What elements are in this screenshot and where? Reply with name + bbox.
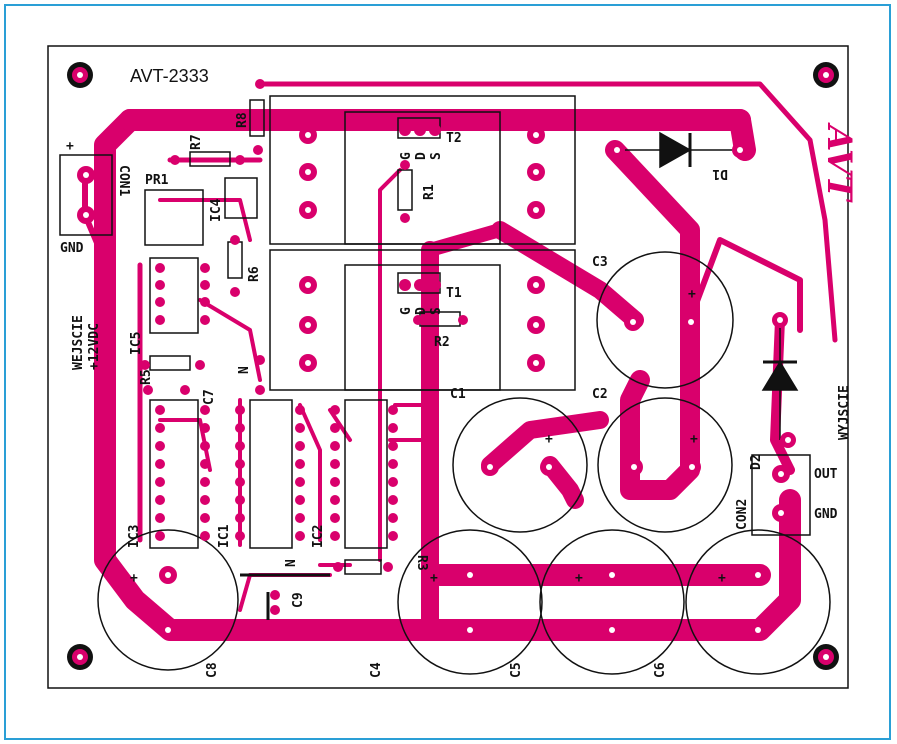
ic1-label: IC1 bbox=[217, 524, 232, 548]
t2-s-label: S bbox=[429, 152, 444, 160]
c1-label: C1 bbox=[450, 387, 466, 402]
n-label-2: N bbox=[284, 559, 299, 567]
board-title: AVT-2333 bbox=[130, 66, 209, 86]
c7b-plus: + bbox=[718, 571, 726, 586]
c8-label: C8 bbox=[205, 662, 220, 678]
pr1-label: PR1 bbox=[145, 173, 169, 188]
ic4-label: IC4 bbox=[209, 198, 224, 222]
t1-s-label: S bbox=[429, 307, 444, 315]
out-label: OUT bbox=[814, 467, 838, 482]
input-label-1: WEJSCIE bbox=[71, 315, 86, 370]
r6-label: R6 bbox=[247, 266, 262, 282]
t2-d-label: D bbox=[414, 152, 429, 160]
t2-label: T2 bbox=[446, 131, 462, 146]
t1-g-label: G bbox=[399, 307, 414, 315]
t1-label: T1 bbox=[446, 286, 462, 301]
input-label-2: +12VDC bbox=[87, 323, 102, 370]
avt-logo: AVT bbox=[819, 122, 859, 203]
c6-plus: + bbox=[575, 571, 583, 586]
r8-label: R8 bbox=[235, 112, 250, 128]
d1-label: D1 bbox=[712, 166, 728, 181]
r5-label: R5 bbox=[139, 369, 154, 385]
ic3-label: IC3 bbox=[127, 525, 142, 548]
c5-label: C5 bbox=[509, 662, 524, 678]
c4-label: C4 bbox=[369, 662, 384, 678]
plus-in-label: + bbox=[66, 139, 74, 154]
pads bbox=[77, 79, 796, 639]
c8-plus: + bbox=[130, 571, 138, 586]
c2-plus: + bbox=[690, 432, 698, 447]
r7-label: R7 bbox=[189, 134, 204, 150]
c1-plus: + bbox=[545, 432, 553, 447]
r1-label: R1 bbox=[422, 184, 437, 200]
n-label-1: N bbox=[237, 366, 252, 374]
c7-label: C7 bbox=[202, 389, 217, 405]
gnd-out-label: GND bbox=[814, 507, 838, 522]
c5-plus: + bbox=[430, 571, 438, 586]
pad-holes bbox=[83, 132, 791, 633]
output-label: WYJSCIE bbox=[837, 385, 852, 440]
gnd-in-label: GND bbox=[60, 241, 84, 256]
c3-plus: + bbox=[688, 287, 696, 302]
t1-d-label: D bbox=[414, 307, 429, 315]
con2-label: CON2 bbox=[735, 499, 750, 530]
con1-label: CON1 bbox=[116, 165, 131, 196]
t2-g-label: G bbox=[399, 152, 414, 160]
c9-label: C9 bbox=[291, 592, 306, 608]
d2-label: D2 bbox=[749, 454, 764, 470]
ic5-label: IC5 bbox=[129, 332, 144, 355]
r2-label: R2 bbox=[434, 335, 450, 350]
ic2-label: IC2 bbox=[311, 525, 326, 548]
c6-label: C6 bbox=[653, 662, 668, 678]
c3-label: C3 bbox=[592, 255, 608, 270]
silkscreen bbox=[59, 95, 831, 675]
r3-label: R3 bbox=[414, 555, 429, 571]
mounting-holes bbox=[67, 62, 839, 670]
c2-label: C2 bbox=[592, 387, 608, 402]
